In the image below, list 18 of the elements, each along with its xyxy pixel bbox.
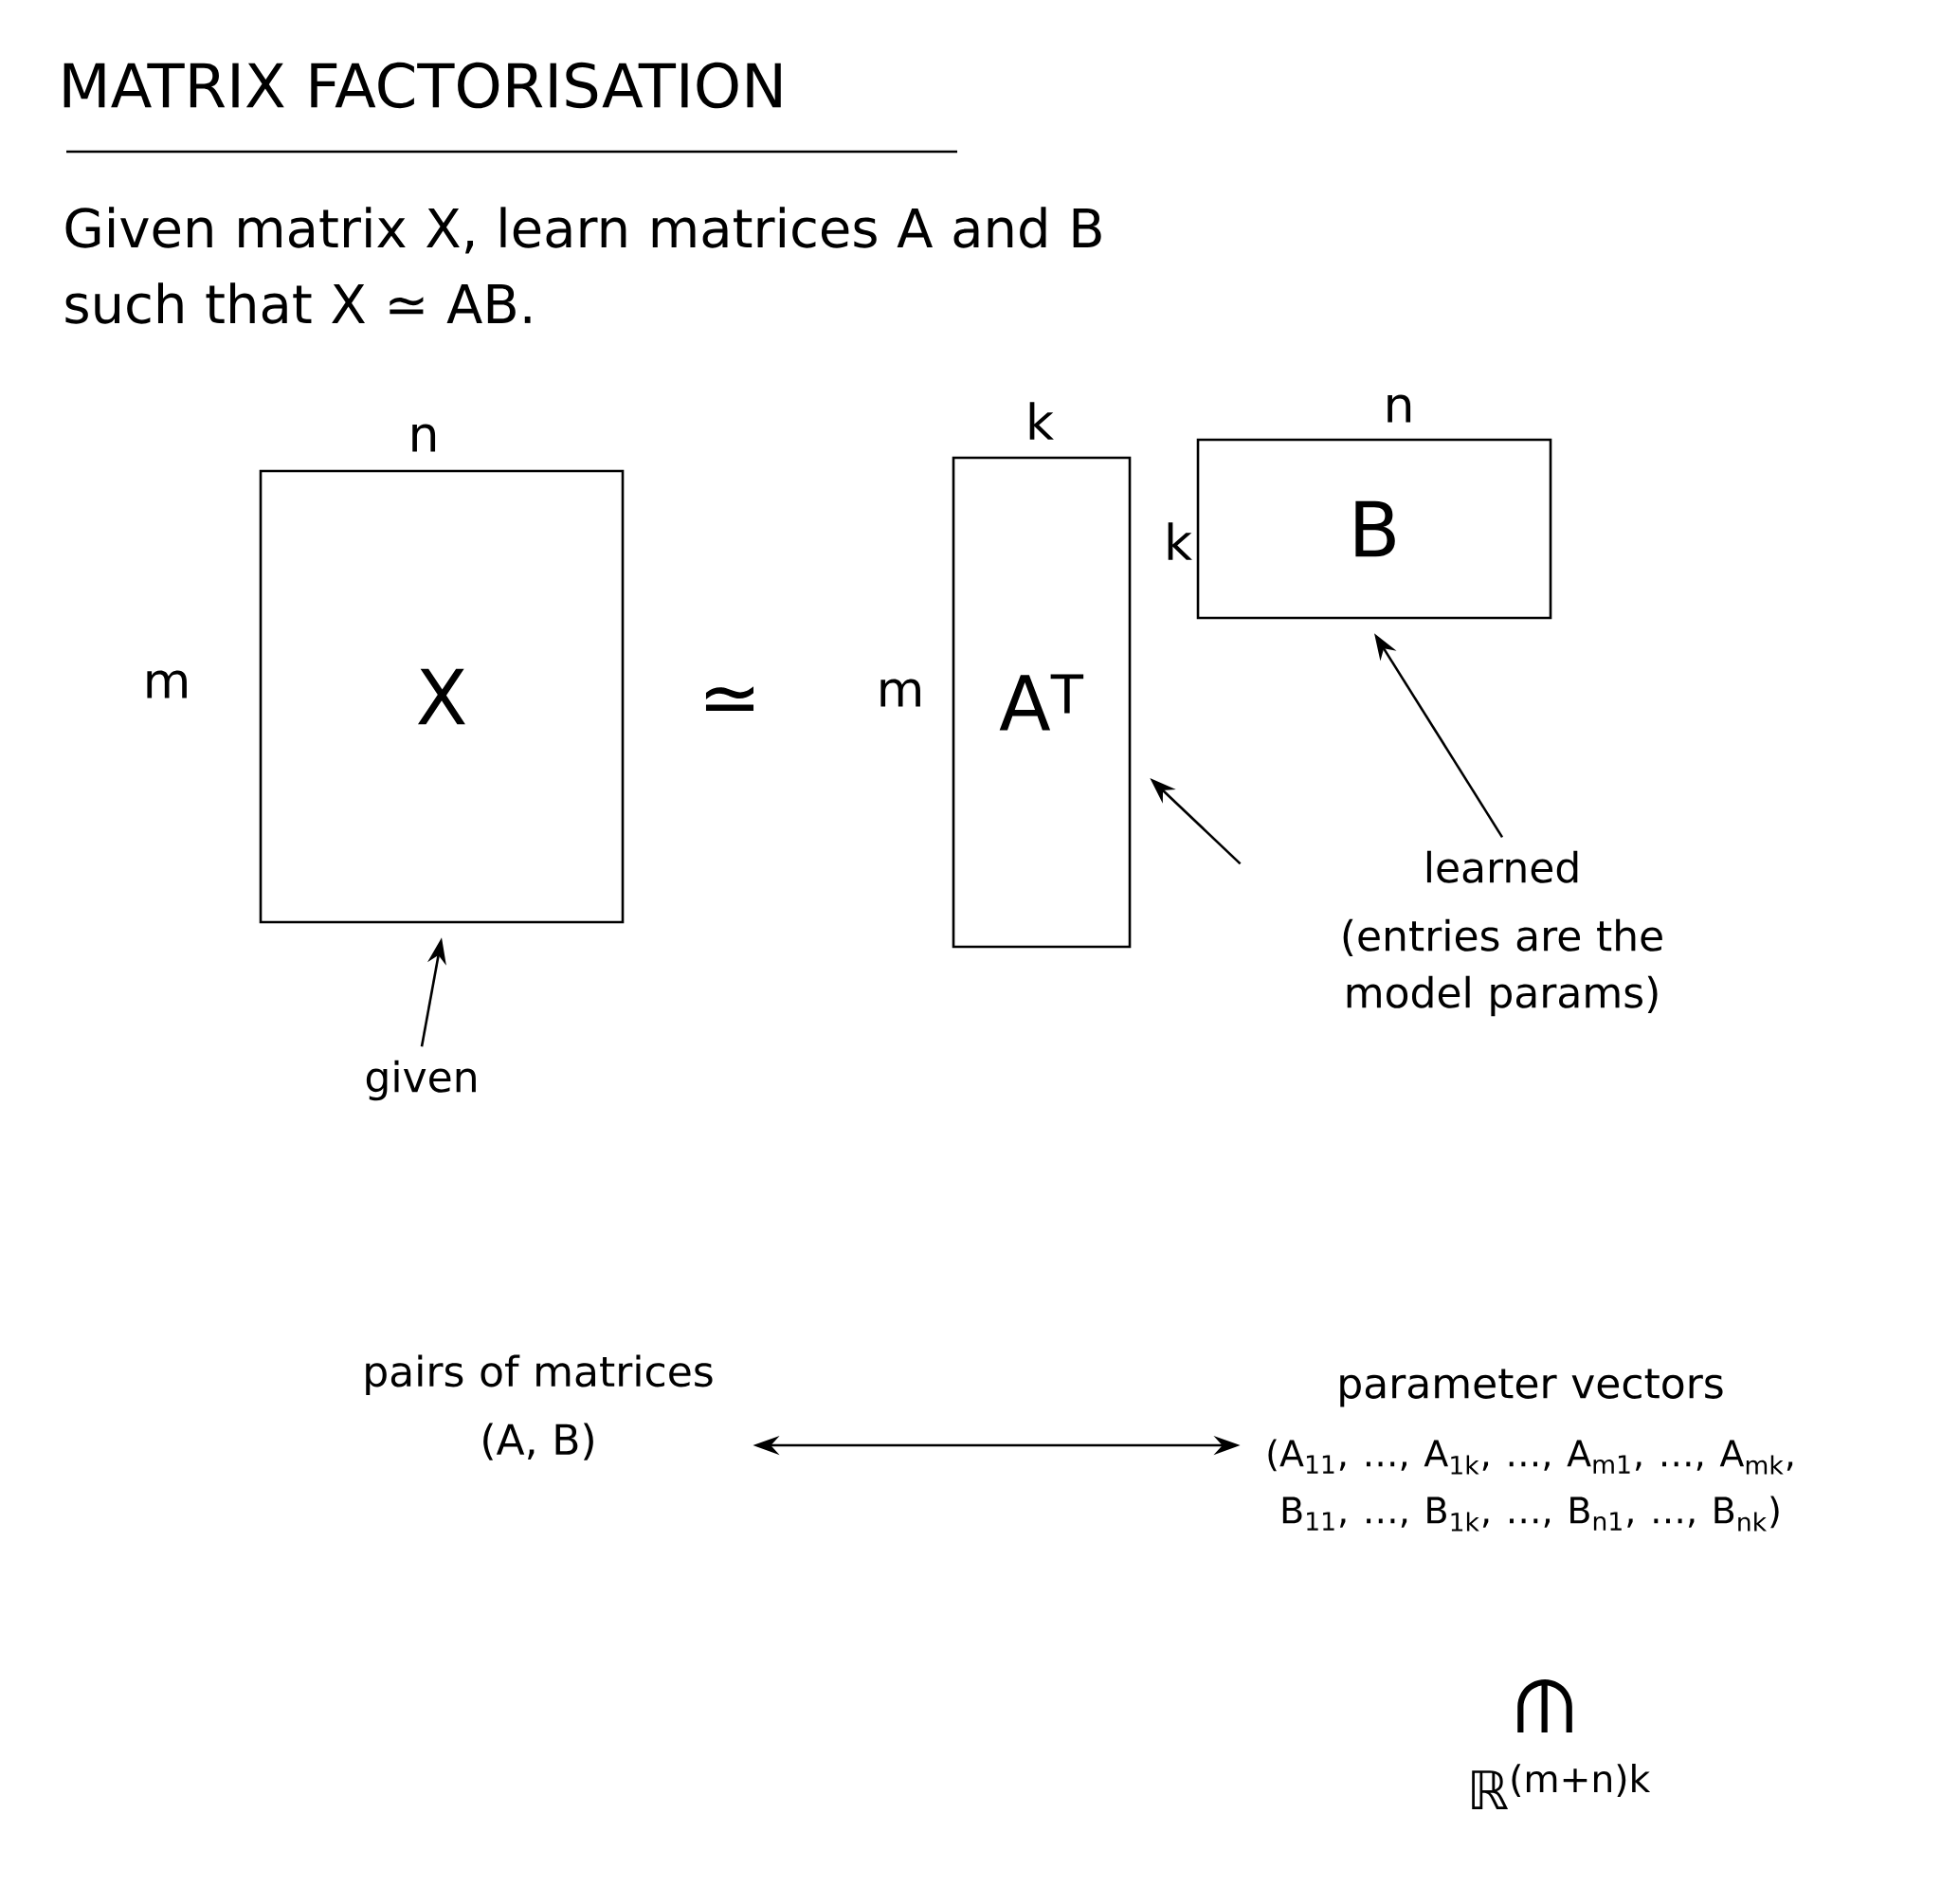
space-symbol: ℝ$^{(m+n)k}$: [1472, 1764, 1651, 1809]
note-text: given: [366, 1060, 476, 1101]
subtitle: Given matrix X, learn matrices A and B such that X ≃ AB.: [65, 207, 1101, 324]
approx-symbol: ≃: [705, 686, 754, 712]
vector-text: parameter vectors (A$_{11}$, …, A$_{1k}$, …, A$_{m1}$, …, A$_{mk}$, B$_{11}$, …, B$_{1k}$, …, B$_{n1}$, …, B$_{nk}$): [1268, 1369, 1793, 1532]
matrix-box: B: [1196, 438, 1552, 620]
element-symbol: ∈: [1517, 1679, 1572, 1732]
pairs-text: pairs of matrices (A, B): [366, 1354, 713, 1460]
matrix-box: X: [259, 469, 625, 924]
note-text: learned (entries are the model params): [1343, 850, 1662, 1017]
matrix-box: A$^{T}$: [952, 456, 1132, 949]
dimension-label: n: [1388, 394, 1411, 423]
dimension-label: k: [1029, 402, 1054, 440]
dimension-label: k: [1168, 522, 1192, 560]
dimension-label: n: [412, 424, 436, 452]
dimension-label: m: [147, 670, 187, 698]
title: MATRIX FACTORISATION: [63, 62, 781, 109]
dimension-label: m: [880, 679, 920, 707]
